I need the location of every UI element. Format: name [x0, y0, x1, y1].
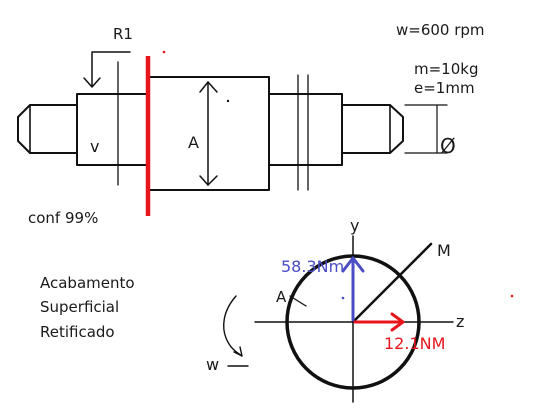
axis-z-label: z — [456, 312, 464, 331]
point-a-leader — [289, 295, 307, 307]
eccentricity-label: e=1mm — [414, 79, 475, 97]
section-a-label: A — [188, 133, 199, 152]
stray-dot — [226, 99, 230, 103]
shaft-left-step — [76, 93, 149, 166]
torque-y-dot — [341, 296, 345, 300]
section-v-label: v — [90, 137, 99, 156]
confidence-label: conf 99% — [28, 209, 98, 227]
cut-plane-tick — [162, 50, 166, 54]
rotation-w-label: w — [206, 355, 219, 374]
torque-y-arrowhead — [341, 256, 365, 273]
r1-leader-arrow — [83, 77, 101, 88]
rotation-curve-icon — [223, 295, 243, 357]
mass-label: m=10kg — [414, 60, 478, 78]
speed-label: w=600 rpm — [396, 21, 485, 39]
axis-y-label: y — [350, 216, 359, 235]
shaft-right-end — [341, 104, 404, 154]
stray-dot-right — [510, 294, 514, 298]
r1-label: R1 — [113, 25, 133, 43]
diameter-symbol: Ø — [440, 134, 456, 158]
finish-label-line3: Retificado — [40, 323, 115, 341]
collar-dimension-arrow-top — [199, 81, 218, 93]
finish-label-line2: Superficial — [40, 298, 119, 316]
moment-label: M — [437, 241, 451, 260]
torque-y-label: 58.3Nm — [281, 257, 344, 276]
shaft-left-end — [17, 104, 78, 154]
torque-z-label: 12.1NM — [384, 334, 445, 353]
finish-label-line1: Acabamento — [40, 274, 135, 292]
rotation-arrowhead-icon — [233, 346, 243, 357]
moment-line — [351, 242, 433, 324]
shaft-right-step — [268, 93, 343, 166]
r1-leader — [91, 51, 131, 87]
collar-dimension-arrow-bottom — [199, 175, 218, 186]
point-a-label: A — [276, 288, 287, 306]
torque-z-arrowhead — [390, 312, 405, 332]
